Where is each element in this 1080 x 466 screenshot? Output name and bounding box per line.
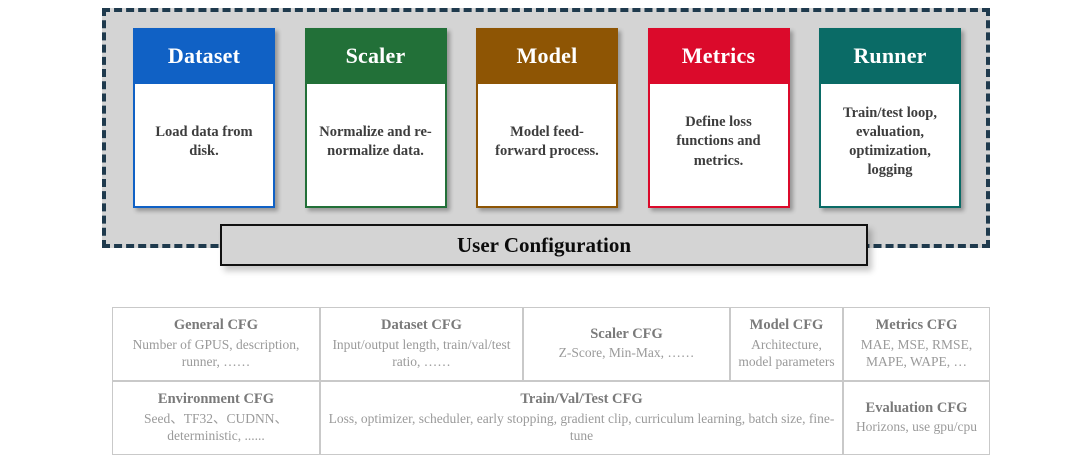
user-configuration-bar[interactable]: User Configuration: [220, 224, 868, 266]
module-card-metrics[interactable]: Metrics Define loss functions and metric…: [647, 28, 790, 208]
cfg-cell-environment[interactable]: Environment CFG Seed、TF32、CUDNN、determin…: [112, 381, 320, 455]
cfg-table: General CFG Number of GPUS, description,…: [112, 307, 990, 455]
cfg-cell-model-title: Model CFG: [749, 317, 824, 334]
module-card-row: Dataset Load data from disk. Scaler Norm…: [133, 28, 961, 208]
module-card-scaler[interactable]: Scaler Normalize and re-normalize data.: [304, 28, 447, 208]
module-card-metrics-title: Metrics: [647, 28, 790, 84]
cfg-cell-general-title: General CFG: [173, 317, 259, 334]
cfg-cell-environment-title: Environment CFG: [157, 391, 275, 408]
cfg-cell-scaler-desc: Z-Score, Min-Max, ……: [558, 345, 695, 361]
module-card-model[interactable]: Model Model feed-forward process.: [476, 28, 618, 208]
module-card-scaler-description: Normalize and re-normalize data.: [304, 84, 447, 208]
cfg-cell-evaluation-desc: Horizons, use gpu/cpu: [855, 419, 978, 435]
module-card-scaler-title: Scaler: [304, 28, 447, 84]
cfg-table-row: Environment CFG Seed、TF32、CUDNN、determin…: [112, 381, 990, 455]
module-card-dataset-title: Dataset: [133, 28, 275, 84]
module-card-dataset[interactable]: Dataset Load data from disk.: [133, 28, 275, 208]
cfg-cell-general-desc: Number of GPUS, description, runner, ……: [132, 337, 300, 369]
cfg-cell-evaluation[interactable]: Evaluation CFG Horizons, use gpu/cpu: [843, 381, 990, 455]
cfg-cell-metrics[interactable]: Metrics CFG MAE, MSE, RMSE, MAPE, WAPE, …: [843, 307, 990, 381]
cfg-cell-general[interactable]: General CFG Number of GPUS, description,…: [112, 307, 320, 381]
module-card-runner[interactable]: Runner Train/test loop, evaluation, opti…: [819, 28, 961, 208]
module-card-runner-description: Train/test loop, evaluation, optimizatio…: [819, 84, 961, 208]
module-card-dataset-description: Load data from disk.: [133, 84, 275, 208]
cfg-cell-dataset-title: Dataset CFG: [381, 317, 462, 334]
cfg-cell-scaler[interactable]: Scaler CFG Z-Score, Min-Max, ……: [523, 307, 730, 381]
cfg-table-row: General CFG Number of GPUS, description,…: [112, 307, 990, 381]
cfg-cell-train-val-test[interactable]: Train/Val/Test CFG Loss, optimizer, sche…: [320, 381, 843, 455]
cfg-cell-train-val-test-title: Train/Val/Test CFG: [520, 391, 643, 408]
cfg-cell-train-val-test-desc: Loss, optimizer, scheduler, early stoppi…: [328, 411, 835, 443]
cfg-cell-metrics-desc: MAE, MSE, RMSE, MAPE, WAPE, …: [860, 337, 973, 369]
cfg-cell-dataset[interactable]: Dataset CFG Input/output length, train/v…: [320, 307, 523, 381]
cfg-cell-environment-desc: Seed、TF32、CUDNN、deterministic, ......: [144, 411, 288, 443]
module-card-metrics-description: Define loss functions and metrics.: [647, 84, 790, 208]
module-card-runner-title: Runner: [819, 28, 961, 84]
user-configuration-label: User Configuration: [456, 232, 632, 257]
cfg-cell-evaluation-title: Evaluation CFG: [865, 399, 968, 416]
cfg-cell-dataset-desc: Input/output length, train/val/test rati…: [332, 337, 511, 369]
cfg-cell-scaler-title: Scaler CFG: [590, 325, 663, 342]
cfg-cell-model-desc: Architecture, model parameters: [738, 337, 835, 369]
module-card-model-description: Model feed-forward process.: [476, 84, 618, 208]
cfg-cell-metrics-title: Metrics CFG: [875, 317, 958, 334]
cfg-cell-model[interactable]: Model CFG Architecture, model parameters: [730, 307, 843, 381]
module-card-model-title: Model: [476, 28, 618, 84]
